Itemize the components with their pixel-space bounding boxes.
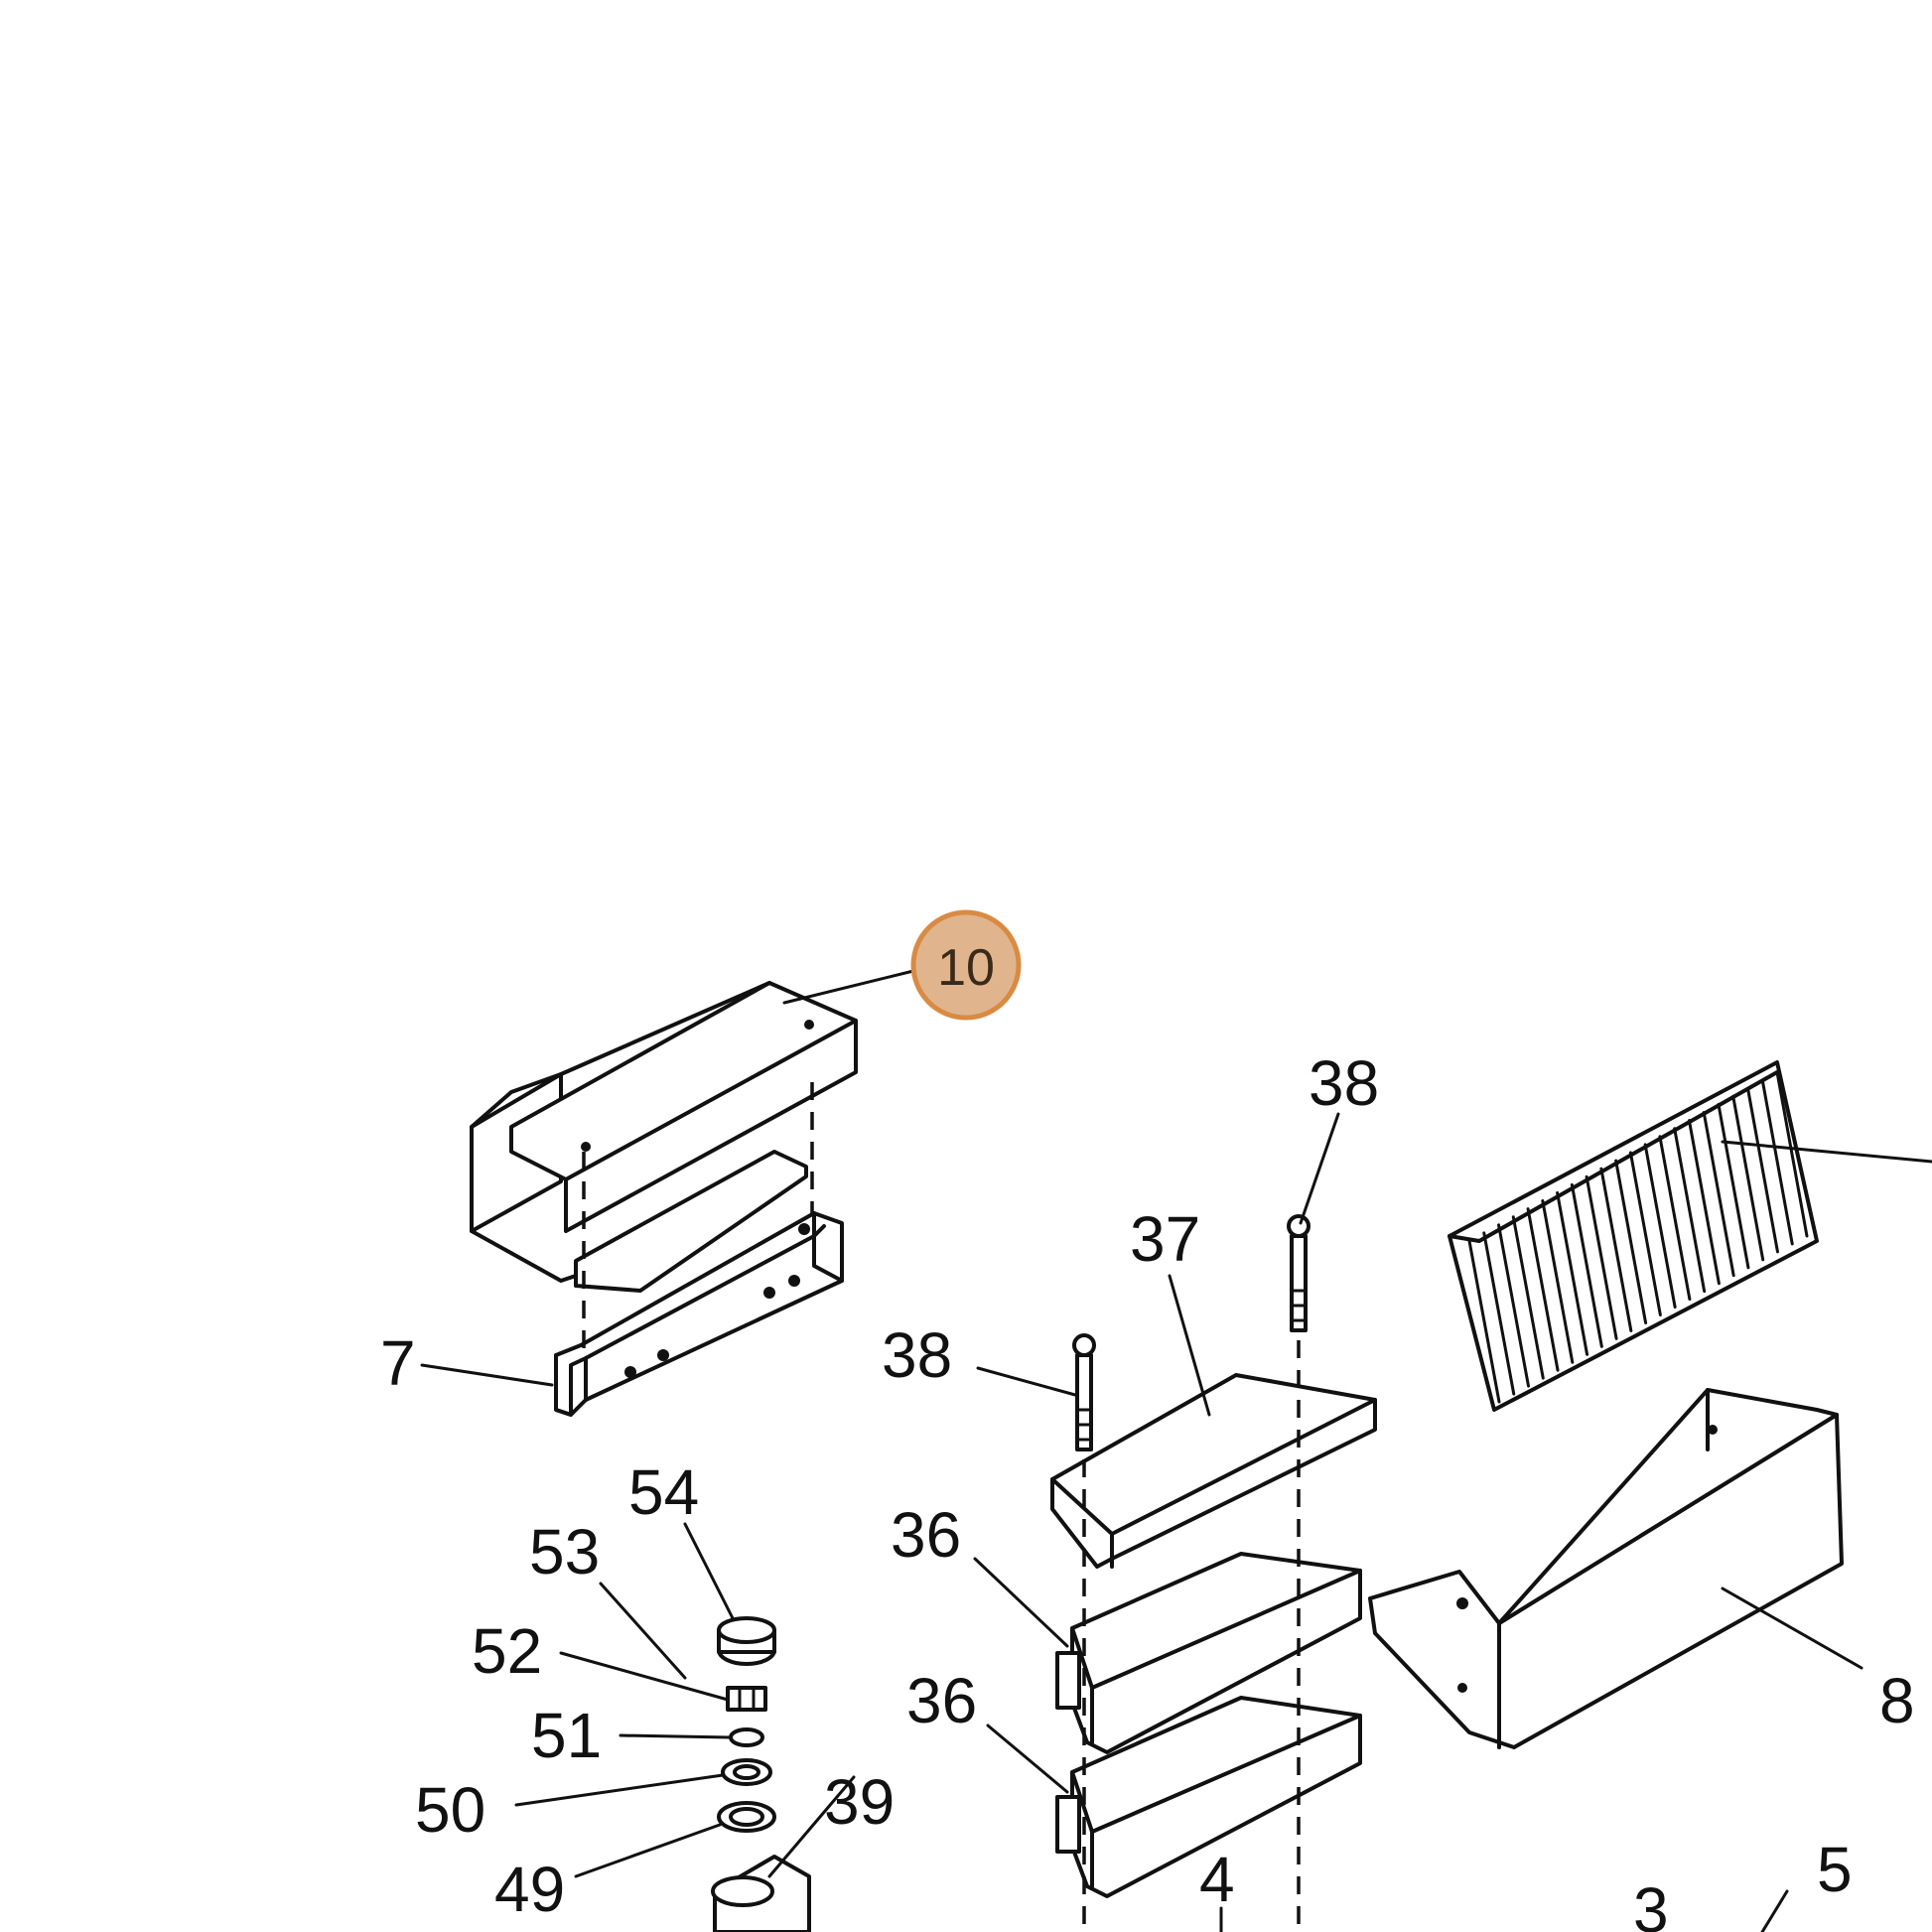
callout-10-highlighted: 10 <box>910 909 1022 1021</box>
callout-53: 53 <box>529 1516 600 1587</box>
callout-10-label: 10 <box>937 939 995 997</box>
part-10-cover <box>470 981 858 1293</box>
grille-slat <box>1497 1223 1531 1388</box>
grille-slat <box>1556 1190 1589 1356</box>
part-8-housing <box>1368 1388 1844 1749</box>
callout-3: 3 <box>1633 1874 1669 1932</box>
callout-8: 8 <box>1879 1665 1915 1736</box>
callout-5: 5 <box>1817 1834 1853 1905</box>
grille-panel <box>1448 1060 1819 1412</box>
callout-51: 51 <box>531 1700 602 1771</box>
callout-50: 50 <box>415 1774 485 1846</box>
part-54-cap <box>717 1616 776 1666</box>
grille-slat <box>1482 1231 1516 1396</box>
grille-slat <box>1511 1215 1545 1380</box>
callout-4: 4 <box>1199 1844 1235 1915</box>
part-36-bracket-lower <box>1055 1696 1362 1898</box>
grille-slat <box>1541 1199 1575 1364</box>
grille-slat <box>1570 1182 1603 1348</box>
callout-52: 52 <box>472 1615 542 1687</box>
grille-slat <box>1702 1110 1735 1278</box>
callout-49: 49 <box>494 1854 565 1925</box>
grille-slat <box>1775 1070 1809 1238</box>
part-7-channel <box>554 1211 844 1417</box>
grille-slat <box>1614 1159 1648 1324</box>
grille-slat <box>1643 1143 1677 1310</box>
callout-36-lower: 36 <box>906 1665 977 1736</box>
leader-lines <box>420 969 1932 1878</box>
grille-slat <box>1585 1174 1618 1340</box>
part-39-sleeve <box>711 1855 811 1932</box>
grille-slat <box>1731 1094 1765 1262</box>
grille-slat <box>1628 1151 1662 1317</box>
part-50-bearing <box>721 1758 772 1786</box>
callout-38-right: 38 <box>1309 1047 1379 1119</box>
callout-36-upper: 36 <box>891 1499 961 1571</box>
callout-54: 54 <box>628 1456 699 1528</box>
part-36-bracket-upper <box>1055 1552 1362 1754</box>
grille-slat <box>1760 1078 1794 1246</box>
callout-39: 39 <box>824 1766 895 1838</box>
grille-slat <box>1745 1086 1779 1254</box>
part-37-plate <box>1050 1373 1377 1569</box>
grille-slat <box>1599 1167 1633 1332</box>
callout-37: 37 <box>1130 1203 1200 1275</box>
part-51-washer <box>729 1727 764 1747</box>
grille-slat <box>1687 1119 1721 1286</box>
grille-slat <box>1717 1102 1750 1270</box>
grille-slat <box>1526 1207 1560 1372</box>
grille-slat <box>1467 1239 1501 1404</box>
bolt-38-left <box>1072 1333 1096 1451</box>
grille-slat <box>1673 1127 1707 1294</box>
callout-7: 7 <box>380 1327 416 1399</box>
bolt-38-right <box>1287 1214 1311 1332</box>
grille-slat <box>1658 1135 1692 1302</box>
part-49-ring <box>717 1801 776 1833</box>
callout-38-left: 38 <box>882 1319 952 1391</box>
part-52-53-nut <box>726 1686 767 1712</box>
